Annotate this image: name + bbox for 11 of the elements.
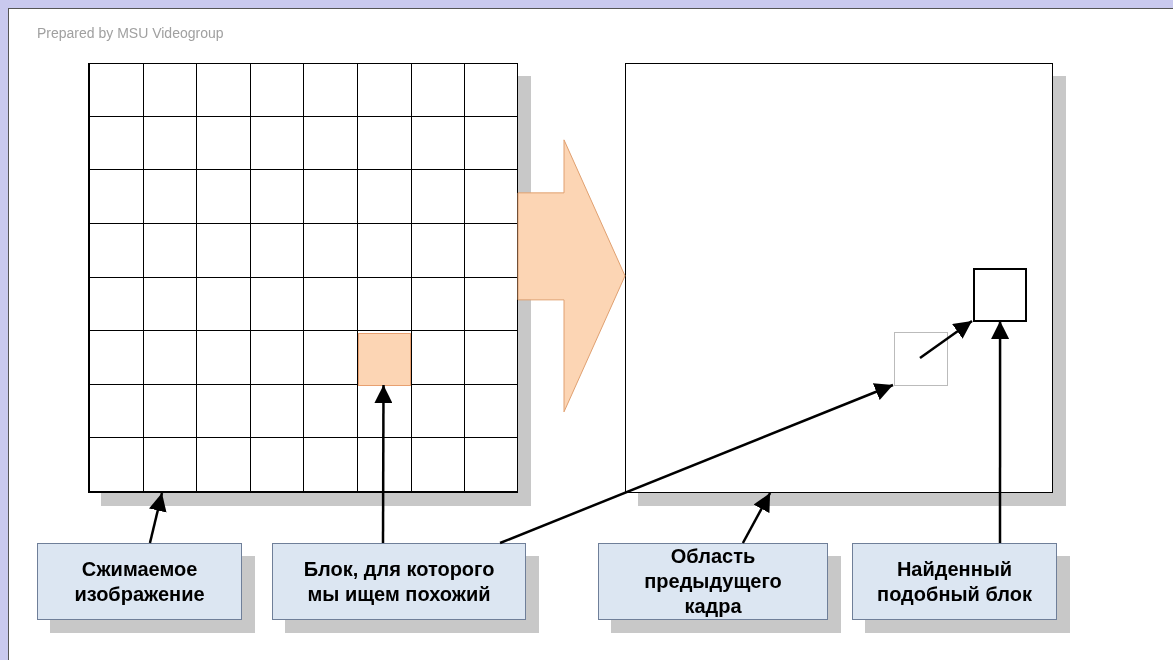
credit-note: Prepared by MSU Videogroup: [37, 25, 224, 41]
candidate-block: [894, 332, 948, 386]
arrow: [148, 492, 167, 544]
arrow: [374, 385, 393, 543]
block-arrow: [517, 139, 626, 413]
arrow: [991, 321, 1010, 543]
arrow: [919, 320, 973, 359]
highlighted-block: [358, 333, 411, 386]
arrow: [741, 492, 772, 544]
found-block: [973, 268, 1027, 322]
arrow: [499, 383, 894, 545]
